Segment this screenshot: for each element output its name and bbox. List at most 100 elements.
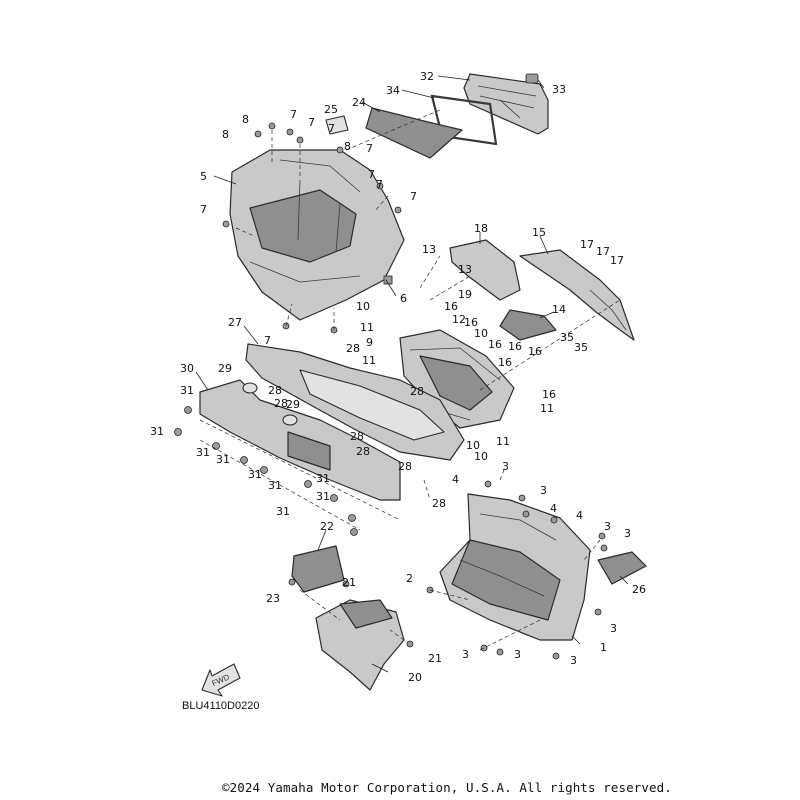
callout-22: 22 — [320, 520, 334, 533]
callout-8: 8 — [344, 140, 351, 153]
part-center-bracket — [399, 329, 515, 429]
part-24-plate — [365, 107, 463, 159]
callout-8: 8 — [222, 128, 229, 141]
callout-7: 7 — [308, 116, 315, 129]
callout-23: 23 — [266, 592, 280, 605]
callout-30: 30 — [180, 362, 194, 375]
callout-7: 7 — [368, 168, 375, 181]
callout-3: 3 — [604, 520, 611, 533]
callout-28: 28 — [432, 497, 446, 510]
callout-14: 14 — [552, 303, 566, 316]
callout-28: 28 — [398, 460, 412, 473]
callout-32: 32 — [420, 70, 434, 83]
callout-31: 31 — [316, 490, 330, 503]
callout-28: 28 — [410, 385, 424, 398]
callout-8: 8 — [242, 113, 249, 126]
callout-4: 4 — [452, 473, 459, 486]
callout-28: 28 — [350, 430, 364, 443]
callout-31: 31 — [248, 468, 262, 481]
part-20-bracket — [315, 599, 405, 691]
part-27-beam — [245, 343, 465, 461]
callout-1: 1 — [600, 641, 607, 654]
callout-17: 17 — [610, 254, 624, 267]
callout-31: 31 — [316, 472, 330, 485]
callout-20: 20 — [408, 671, 422, 684]
callout-31: 31 — [276, 505, 290, 518]
callout-16: 16 — [444, 300, 458, 313]
callout-35: 35 — [560, 331, 574, 344]
callout-15: 15 — [532, 226, 546, 239]
callout-31: 31 — [216, 453, 230, 466]
callout-28: 28 — [274, 397, 288, 410]
callout-7: 7 — [410, 190, 417, 203]
callout-24: 24 — [352, 96, 366, 109]
callout-9: 9 — [366, 336, 373, 349]
callout-31: 31 — [180, 384, 194, 397]
callout-18: 18 — [474, 222, 488, 235]
callout-10: 10 — [466, 439, 480, 452]
part-18-panel — [449, 239, 521, 301]
part-33-clip — [525, 73, 539, 84]
callout-26: 26 — [632, 583, 646, 596]
callout-7: 7 — [200, 203, 207, 216]
callout-5: 5 — [200, 170, 207, 183]
callout-16: 16 — [508, 340, 522, 353]
fasteners-31 — [174, 406, 358, 536]
callout-3: 3 — [624, 527, 631, 540]
callout-35: 35 — [574, 341, 588, 354]
callout-11: 11 — [496, 435, 510, 448]
callout-17: 17 — [580, 238, 594, 251]
callout-21: 21 — [428, 652, 442, 665]
callout-3: 3 — [462, 648, 469, 661]
callout-3: 3 — [570, 654, 577, 667]
callout-19: 19 — [458, 288, 472, 301]
callout-13: 13 — [458, 263, 472, 276]
fasteners-7-8 — [222, 122, 402, 334]
diagram-code: BLU4110D0220 — [182, 700, 260, 712]
part-5-panel — [229, 149, 405, 321]
callout-34: 34 — [386, 84, 400, 97]
callout-31: 31 — [268, 479, 282, 492]
callout-27: 27 — [228, 316, 242, 329]
callout-10: 10 — [474, 327, 488, 340]
callout-7: 7 — [366, 142, 373, 155]
leader-lines — [195, 75, 629, 673]
callout-4: 4 — [550, 502, 557, 515]
callout-3: 3 — [610, 622, 617, 635]
callout-3: 3 — [540, 484, 547, 497]
callout-31: 31 — [150, 425, 164, 438]
callout-28: 28 — [356, 445, 370, 458]
callout-3: 3 — [514, 648, 521, 661]
callout-11: 11 — [360, 321, 374, 334]
copyright-notice: ©2024 Yamaha Motor Corporation, U.S.A. A… — [222, 780, 672, 795]
callout-16: 16 — [498, 356, 512, 369]
callout-33: 33 — [552, 83, 566, 96]
part-15-panel — [519, 249, 635, 341]
part-30-rail — [199, 379, 401, 501]
part-29-grommets — [242, 382, 298, 426]
part-22-light — [291, 545, 345, 593]
fasteners-21-23 — [288, 578, 414, 648]
fasteners-3-4 — [426, 480, 608, 660]
part-25-bracket — [325, 115, 349, 135]
callout-29: 29 — [286, 398, 300, 411]
callout-10: 10 — [474, 450, 488, 463]
part-34-seal — [430, 94, 498, 146]
part-26-plate — [597, 551, 647, 585]
callout-7: 7 — [376, 178, 383, 191]
callout-11: 11 — [540, 402, 554, 415]
callout-16: 16 — [464, 316, 478, 329]
callout-6: 6 — [400, 292, 407, 305]
callout-7: 7 — [290, 108, 297, 121]
callout-4: 4 — [576, 509, 583, 522]
callout-13: 13 — [422, 243, 436, 256]
callout-28: 28 — [346, 342, 360, 355]
callout-16: 16 — [488, 338, 502, 351]
callout-11: 11 — [362, 354, 376, 367]
callout-28: 28 — [268, 384, 282, 397]
part-1-housing — [439, 493, 591, 641]
callout-10: 10 — [356, 300, 370, 313]
callout-16: 16 — [542, 388, 556, 401]
callout-21: 21 — [342, 576, 356, 589]
